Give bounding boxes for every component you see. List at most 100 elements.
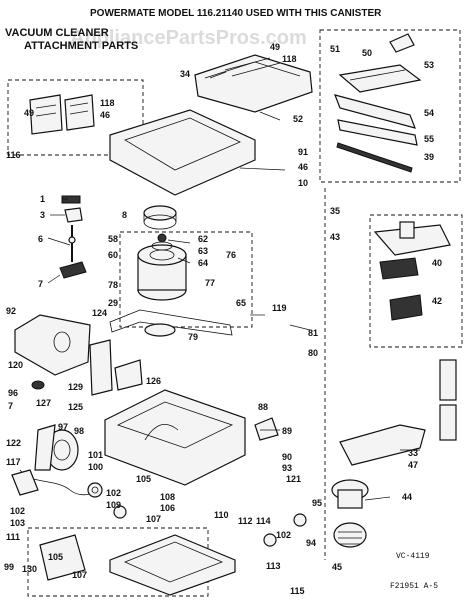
wheel-assembly [34,424,79,471]
label-107a: 107 [146,514,161,524]
motor-assembly [137,233,187,301]
label-33: 33 [408,448,418,458]
label-10: 10 [298,178,308,188]
dusting-brush [331,479,369,548]
label-62: 62 [198,234,208,244]
part-126 [114,359,143,391]
motor-bracket [109,309,233,336]
cord-reel-bracket [89,339,113,396]
label-113: 113 [266,561,281,571]
label-44: 44 [402,492,412,502]
label-77: 77 [205,278,215,288]
roller-102 [113,505,127,519]
label-111: 111 [6,532,20,542]
latch-assembly [29,94,95,135]
label-102c: 102 [276,530,291,540]
part-54 [334,94,416,129]
part-3 [64,207,83,223]
part-120 [31,380,45,390]
label-102a: 102 [106,488,121,498]
label-125: 125 [68,402,83,412]
label-64: 64 [198,258,208,268]
bottom-plate [109,534,236,596]
title-line-1: VACUUM CLEANER [5,27,109,39]
label-103: 103 [10,518,25,528]
label-46a: 46 [100,110,110,120]
group-box-motor [119,231,253,328]
label-115: 115 [290,586,305,596]
model-header: POWERMATE MODEL 116.21140 USED WITH THIS… [90,8,382,19]
label-39: 39 [424,152,434,162]
label-29: 29 [108,298,118,308]
part-117 [11,469,39,496]
label-81: 81 [308,328,318,338]
canister-cover [194,54,313,113]
brush-40 [379,257,419,280]
label-50: 50 [362,48,372,58]
label-52: 52 [293,114,303,124]
label-46b: 46 [298,162,308,172]
canister-base [104,389,246,486]
label-121: 121 [286,474,301,484]
label-90: 90 [282,452,292,462]
label-96: 96 [8,388,18,398]
label-112: 112 [238,516,253,526]
part-105 [39,534,86,581]
label-109: 109 [106,500,121,510]
label-6: 6 [38,234,43,244]
label-51: 51 [330,44,340,54]
label-49b: 49 [24,108,34,118]
label-76: 76 [226,250,236,260]
label-80: 80 [308,348,318,358]
label-106: 106 [160,503,175,513]
label-105b: 105 [48,552,63,562]
footer-code: VC-4119 [396,552,430,561]
label-117: 117 [6,457,21,467]
label-79: 79 [188,332,198,342]
label-95: 95 [312,498,322,508]
wand-clip-2 [439,404,457,441]
label-88: 88 [258,402,268,412]
label-3: 3 [40,210,45,220]
label-89: 89 [282,426,292,436]
label-100: 100 [88,462,103,472]
label-101: 101 [88,450,103,460]
label-107b: 107 [72,570,87,580]
label-1: 1 [40,194,45,204]
label-53: 53 [424,60,434,70]
label-43: 43 [330,232,340,242]
part-121 [293,513,307,527]
brush-strip-39 [336,142,413,173]
group-box-upholstery-tool [369,214,463,348]
label-130: 130 [22,564,37,574]
label-35: 35 [330,206,340,216]
title-line-2: ATTACHMENT PARTS [24,40,138,52]
label-102b: 102 [10,506,25,516]
label-122: 122 [6,438,21,448]
floor-nozzle [338,33,422,93]
label-54: 54 [424,108,434,118]
label-108: 108 [160,492,175,502]
label-98: 98 [74,426,84,436]
label-34: 34 [180,69,190,79]
label-127: 127 [36,398,51,408]
label-124: 124 [92,308,107,318]
part-89 [254,417,279,441]
label-99: 99 [4,562,14,572]
label-55: 55 [424,134,434,144]
label-91: 91 [298,147,308,157]
label-78: 78 [108,280,118,290]
label-118a: 118 [282,54,297,64]
label-45: 45 [332,562,342,572]
part-labels: 49 118 34 118 46 49 116 52 91 46 10 1 3 … [4,42,442,596]
crevice-tool [339,424,426,466]
footer-ref: F21951 A-5 [390,582,438,591]
label-92: 92 [6,306,16,316]
label-94: 94 [306,538,316,548]
label-114: 114 [256,516,271,526]
watermark: AppliancePartsPros.com [70,27,307,49]
label-129: 129 [68,382,83,392]
label-42: 42 [432,296,442,306]
part-55 [337,119,418,146]
